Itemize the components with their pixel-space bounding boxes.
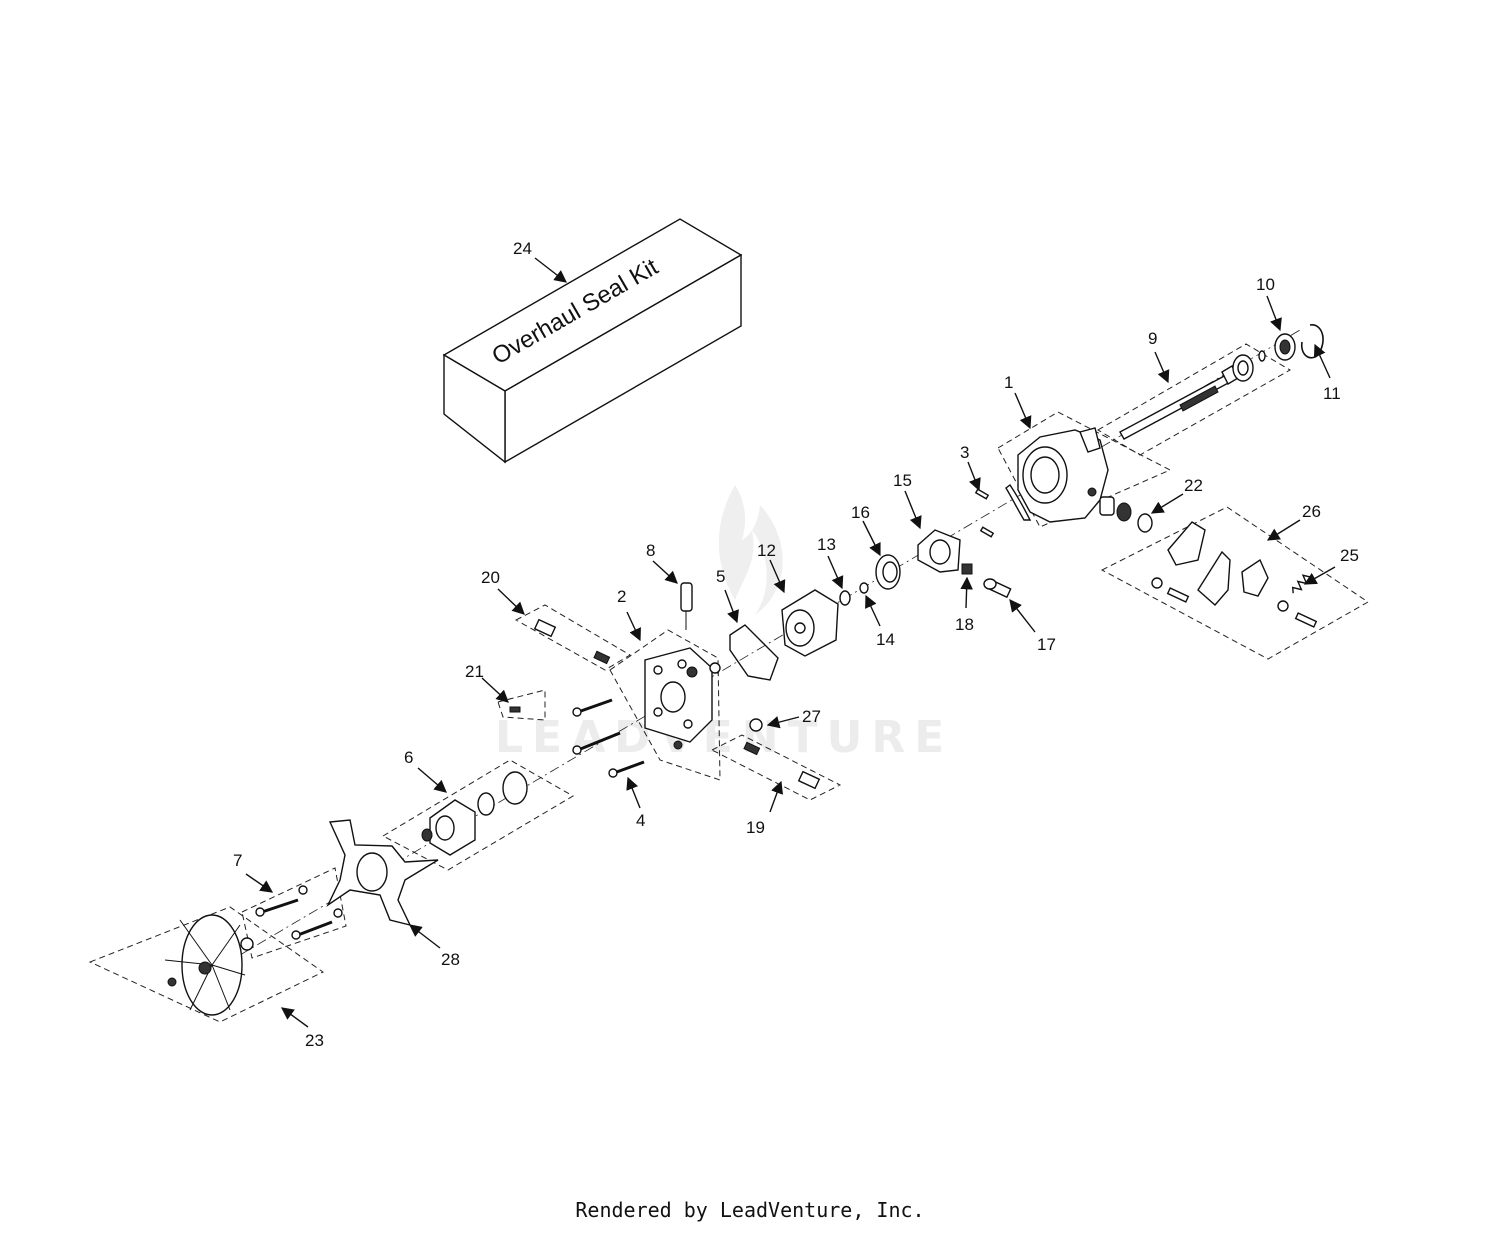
callout-24: 24: [513, 239, 532, 258]
watermark: LEADVENTURE: [495, 485, 953, 763]
gasket-part-5: [729, 624, 779, 681]
swashplate-part-15: [917, 529, 961, 573]
callout-14: 14: [876, 630, 895, 649]
seal-part-22: [1099, 496, 1153, 533]
group-outline-6: [381, 759, 574, 871]
callout-labels: 1 2 3 4 5 6 7 8 9 10 11 12 13 14 15 16 1…: [233, 239, 1359, 1050]
callout-13: 13: [817, 535, 836, 554]
callout-19: 19: [746, 818, 765, 837]
bolts-part-4: [572, 698, 645, 778]
block-part-18: [961, 563, 973, 575]
check-valve-part-20: [533, 618, 611, 665]
pin-part-3b: [979, 526, 995, 538]
callout-9: 9: [1148, 329, 1157, 348]
housing-part-1: [1005, 427, 1109, 523]
bearing-part-10: [1274, 333, 1296, 361]
group-outline-26: [1100, 506, 1369, 660]
callout-20: 20: [481, 568, 500, 587]
footer-credit: Rendered by LeadVenture, Inc.: [575, 1198, 925, 1222]
bearing-part-9: [1232, 350, 1266, 382]
trunnion-part-17: [983, 578, 1012, 599]
callout-22: 22: [1184, 476, 1203, 495]
plug-part-21: [509, 706, 521, 713]
callout-11: 11: [1323, 384, 1341, 403]
callout-1: 1: [1004, 373, 1013, 392]
bracket-part-28: [326, 819, 439, 927]
charge-pump-part-6: [421, 771, 528, 856]
callout-16: 16: [851, 503, 870, 522]
callout-7: 7: [233, 851, 242, 870]
group-outline-2: [609, 629, 721, 781]
callout-15: 15: [893, 471, 912, 490]
bracket-group-part-26: [1151, 521, 1318, 628]
fan-part-23: [164, 914, 254, 1016]
watermark-text: LEADVENTURE: [495, 712, 953, 763]
leader-lines: [245, 257, 1336, 1028]
callout-18: 18: [955, 615, 974, 634]
shaft-part-9: [1119, 365, 1239, 440]
callout-2: 2: [617, 587, 626, 606]
callout-10: 10: [1256, 275, 1275, 294]
bolts-part-7: [255, 885, 343, 940]
callout-27: 27: [802, 707, 821, 726]
check-valve-part-19: [743, 741, 821, 790]
retaining-ring-part-11: [1300, 324, 1324, 359]
spring-part-25: [1291, 574, 1312, 594]
callout-5: 5: [716, 567, 725, 586]
callout-17: 17: [1037, 635, 1056, 654]
spring-part-13: [839, 590, 851, 606]
callout-26: 26: [1302, 502, 1321, 521]
callout-25: 25: [1340, 546, 1359, 565]
washer-part-14: [859, 582, 869, 594]
cylinder-block-part-12: [781, 589, 839, 657]
group-outline-7: [241, 867, 347, 959]
group-outline-21: [497, 689, 546, 721]
callout-8: 8: [646, 541, 655, 560]
group-outline-9: [1097, 343, 1291, 456]
callout-4: 4: [636, 811, 645, 830]
bearing-part-16: [875, 554, 901, 590]
callout-12: 12: [757, 541, 776, 560]
callout-28: 28: [441, 950, 460, 969]
plug-part-27: [749, 718, 763, 732]
callout-21: 21: [465, 662, 484, 681]
center-section-part-2: [644, 647, 721, 750]
pin-part-3: [974, 488, 990, 500]
valve-part-8: [680, 582, 693, 630]
callout-6: 6: [404, 748, 413, 767]
callout-3: 3: [960, 443, 969, 462]
callout-23: 23: [305, 1031, 324, 1050]
group-outline-20: [514, 604, 631, 671]
overhaul-seal-kit-box: Overhaul Seal Kit: [442, 218, 743, 464]
